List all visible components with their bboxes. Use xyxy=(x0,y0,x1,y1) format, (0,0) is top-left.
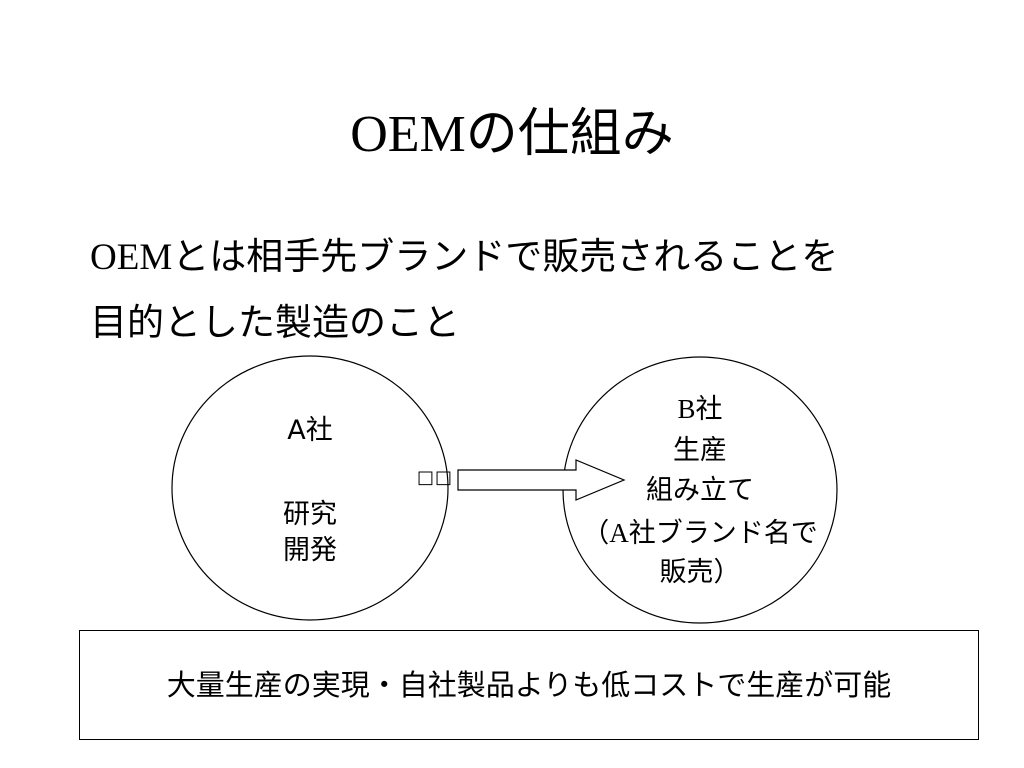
flow-arrow xyxy=(457,459,626,501)
company-b-name: B社 xyxy=(560,392,840,427)
company-b-name-rest: 社 xyxy=(695,394,723,425)
company-b-line-3-rest: 社ブランド名で xyxy=(628,518,818,549)
summary-box: 大量生産の実現・自社製品よりも低コストで生産が可能 xyxy=(79,630,979,740)
slide-title: OEMの仕組み xyxy=(0,98,1024,171)
company-b-line-3-latin: A xyxy=(609,518,629,548)
company-b-line-4: 販売） xyxy=(659,557,741,588)
company-b-line-2: 組み立て xyxy=(646,475,754,506)
company-a-circle xyxy=(171,355,449,621)
bullet-line-2: 目的とした製造のこと xyxy=(90,301,460,344)
company-b-name-latin: B xyxy=(677,394,696,424)
company-a-role-line-2: 開発 xyxy=(283,535,337,566)
bullet-line-1-rest: とは相手先ブランドで販売されることを xyxy=(172,235,839,278)
summary-text: 大量生産の実現・自社製品よりも低コストで生産が可能 xyxy=(166,668,892,702)
company-a-role-line-1: 研究 xyxy=(283,499,337,530)
bullet-line-1-latin: OEM xyxy=(90,237,173,278)
bullet-line-1: OEMとは相手先ブランドで販売されることを xyxy=(90,232,950,283)
company-b-line-3: （A社ブランド名で xyxy=(560,516,840,551)
company-b-line-3-paren: （ xyxy=(582,518,610,549)
company-a-name: A社 xyxy=(287,415,333,446)
title-rest: の仕組み xyxy=(465,104,674,164)
title-latin: OEM xyxy=(350,106,466,163)
arrow-glyphs: □□ xyxy=(417,467,454,488)
company-b-line-1: 生産 xyxy=(673,435,727,466)
